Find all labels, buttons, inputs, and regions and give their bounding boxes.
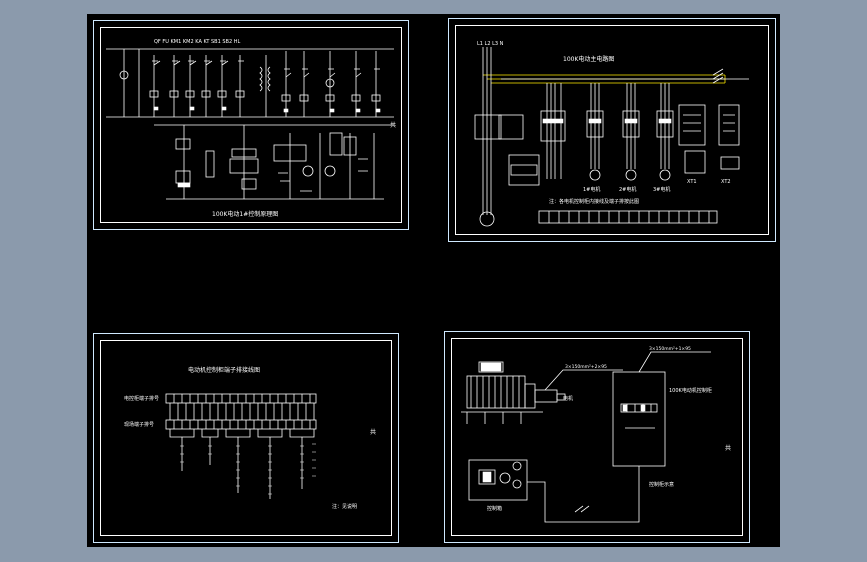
row2-label: 现场端子排号 <box>124 421 154 428</box>
svg-text:L1 L2 L3 N: L1 L2 L3 N <box>477 41 504 47</box>
motor-label-1: 1#电机 <box>583 186 600 193</box>
motor-label-3: 3#电机 <box>653 186 670 193</box>
cable-label-2: 3×150mm²+1×95 <box>649 346 691 352</box>
cable-label-1: 3×150mm²+2×95 <box>565 364 607 370</box>
device-label-control-box: 控制箱 <box>487 505 502 512</box>
terminal-label-1: XT1 <box>687 179 697 185</box>
cabinet-caption: 控制柜示意 <box>649 481 674 488</box>
sheet1-side-tag: 共 <box>390 121 396 129</box>
svg-text:QF FU KM1 KM2 KA KT SB1: QF FU KM1 KM2 KA KT SB1 SB2 HL <box>154 39 240 45</box>
sheet4-side-tag: 共 <box>725 444 731 452</box>
terminal-label-2: XT2 <box>721 179 731 185</box>
sheet3-footer: 注：见说明 <box>332 503 357 510</box>
sheet2-title: 100K电动主电路图 <box>563 55 614 63</box>
drawing-sheet-equipment-layout[interactable]: 电机 控制箱 3×150mm²+2×95 3×150mm²+1×95 100K电… <box>444 331 750 543</box>
sheet1-title: 100K电动1#控制原理图 <box>212 210 278 218</box>
sheet3-side-tag: 共 <box>370 428 376 436</box>
control-schematic-drawing: QF FU KM1 KM2 KA KT SB1 SB2 HL 100K电动1#控… <box>106 39 396 218</box>
device-label-motor: 电机 <box>563 395 573 402</box>
motor-label-2: 2#电机 <box>619 186 636 193</box>
drawing-sheet-main-circuit[interactable]: L1 L2 L3 N 100K电动主电路图 1#电机 2#电机 3#电机 XT1… <box>448 18 776 242</box>
main-circuit-drawing: L1 L2 L3 N 100K电动主电路图 1#电机 2#电机 3#电机 XT1… <box>474 41 749 227</box>
equipment-layout-drawing: 电机 控制箱 3×150mm²+2×95 3×150mm²+1×95 100K电… <box>461 346 731 523</box>
sheet3-title: 电动机控制柜端子排接线图 <box>188 366 260 374</box>
terminal-wiring-drawing: 电动机控制柜端子排接线图 电控柜端子排号 现场端子排号 共 注：见说明 <box>124 366 376 510</box>
drawing-sheet-control-schematic[interactable]: QF FU KM1 KM2 KA KT SB1 SB2 HL 100K电动1#控… <box>93 20 409 230</box>
sheet2-bottom-note: 注：各电机控制柜内接线及端子排按此图 <box>549 198 639 205</box>
cad-model-space[interactable]: QF FU KM1 KM2 KA KT SB1 SB2 HL 100K电动1#控… <box>87 14 780 547</box>
cabinet-note: 100K电动机控制柜 <box>669 387 712 394</box>
row1-label: 电控柜端子排号 <box>124 395 159 402</box>
drawing-sheet-terminal-wiring[interactable]: 电动机控制柜端子排接线图 电控柜端子排号 现场端子排号 共 注：见说明 <box>93 333 399 543</box>
